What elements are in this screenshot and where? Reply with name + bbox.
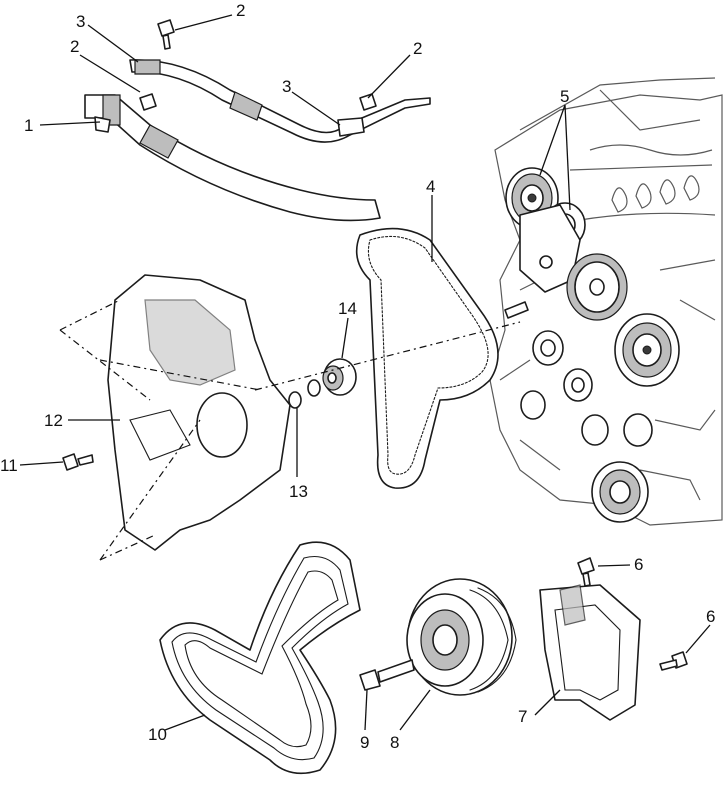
leader-lines bbox=[19, 14, 711, 731]
callout-11: 11 bbox=[0, 456, 18, 475]
alignment-lines bbox=[59, 299, 521, 561]
hose-clamp bbox=[94, 116, 111, 133]
callout-2-right: 2 bbox=[413, 39, 422, 58]
callout-3-left: 3 bbox=[76, 12, 85, 31]
alternator-pulley bbox=[591, 461, 649, 523]
callout-2-top: 2 bbox=[236, 1, 245, 20]
timing-belt bbox=[355, 227, 499, 489]
callout-9: 9 bbox=[360, 733, 369, 752]
bolt-6-top bbox=[577, 557, 595, 587]
callout-13: 13 bbox=[289, 482, 308, 501]
small-pulleys bbox=[581, 413, 653, 447]
callout-1: 1 bbox=[24, 116, 33, 135]
callout-12: 12 bbox=[44, 411, 63, 430]
spark-plug-row bbox=[611, 175, 700, 213]
power-steering-pulley bbox=[614, 313, 680, 387]
callout-5: 5 bbox=[560, 87, 569, 106]
callout-6-top: 6 bbox=[634, 555, 643, 574]
callout-2-left: 2 bbox=[70, 37, 79, 56]
callout-7: 7 bbox=[518, 707, 527, 726]
callout-14: 14 bbox=[338, 299, 357, 318]
bolt-2-right bbox=[359, 93, 377, 111]
timing-belt-cover bbox=[107, 274, 291, 551]
idler-pulley-mid bbox=[520, 368, 593, 420]
callout-4: 4 bbox=[426, 177, 435, 196]
ribbed-v-belt bbox=[159, 541, 361, 775]
tensioner-pulley-14 bbox=[322, 358, 357, 396]
bolt-6-right bbox=[659, 651, 688, 671]
power-steering-hose-upper bbox=[129, 59, 431, 143]
crankshaft-bolt-9 bbox=[359, 659, 415, 691]
crankshaft-pulley bbox=[406, 578, 517, 696]
bolt-2-top bbox=[157, 19, 175, 50]
callout-6-right: 6 bbox=[706, 607, 715, 626]
idler-pulley-small bbox=[532, 330, 564, 366]
engine-block bbox=[489, 77, 723, 526]
bolt-2-left bbox=[139, 93, 157, 111]
callout-3-right: 3 bbox=[282, 77, 291, 96]
stud bbox=[504, 301, 529, 319]
washer-13 bbox=[288, 379, 321, 409]
callout-10: 10 bbox=[148, 725, 167, 744]
callout-8: 8 bbox=[390, 733, 399, 752]
idler-pulley-large bbox=[566, 253, 628, 321]
timing-cover-lower bbox=[539, 584, 641, 721]
power-steering-hose-lower bbox=[84, 94, 381, 222]
bolt-11 bbox=[62, 453, 94, 471]
